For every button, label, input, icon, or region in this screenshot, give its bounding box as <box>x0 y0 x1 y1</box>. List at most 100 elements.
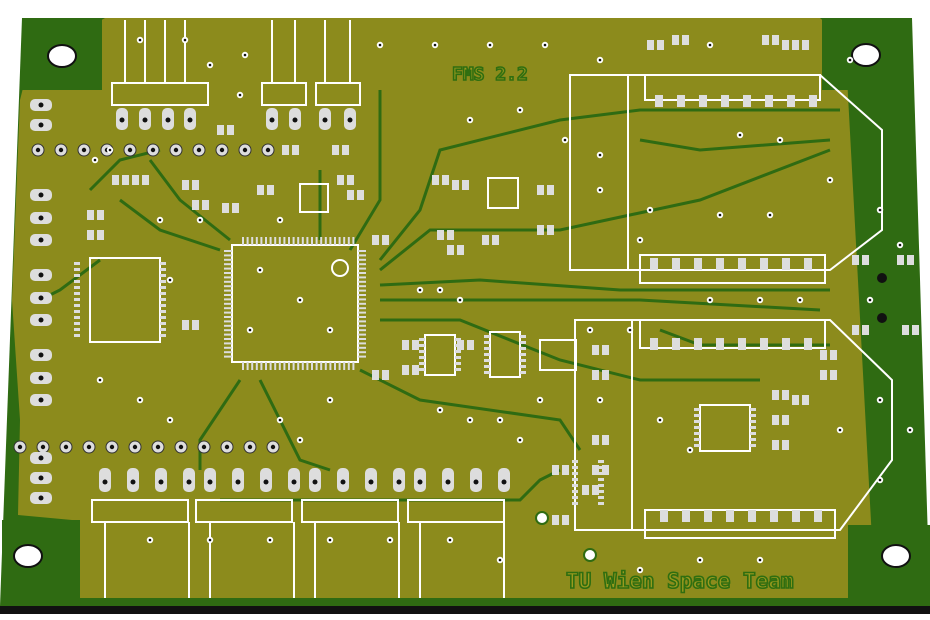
smd-pad <box>357 190 364 200</box>
via-drill <box>738 133 742 137</box>
ic-pin <box>338 362 341 370</box>
via-drill <box>268 538 272 542</box>
smd-pad <box>87 210 94 220</box>
ic-pin <box>694 414 700 417</box>
via-drill <box>638 238 642 242</box>
ic-pin <box>338 237 341 245</box>
ic-pin <box>292 362 295 370</box>
smd-pad <box>782 258 790 270</box>
smd-pad <box>660 510 668 522</box>
via-drill <box>328 398 332 402</box>
drill-hole <box>119 117 125 123</box>
via-drill <box>718 213 722 217</box>
smd-pad <box>292 145 299 155</box>
ic-pin <box>358 324 366 327</box>
ic-pin <box>358 267 366 270</box>
drill-hole <box>38 352 44 358</box>
drill-hole <box>40 444 46 450</box>
via-drill <box>328 538 332 542</box>
ic-pin <box>358 355 366 358</box>
ic-pin <box>358 258 366 261</box>
smd-pad <box>457 245 464 255</box>
drill-hole <box>235 479 241 485</box>
ic-pin <box>242 362 244 370</box>
ic-pin <box>598 472 604 475</box>
via-drill <box>488 43 492 47</box>
drill-hole <box>38 397 44 403</box>
ic-pin <box>224 320 232 323</box>
ic-pin <box>288 237 290 245</box>
smd-pad <box>547 225 554 235</box>
smd-pad <box>804 258 812 270</box>
ic-pin <box>455 356 461 359</box>
ic-pin <box>358 351 366 354</box>
ic-pin <box>74 268 80 271</box>
drill-hole <box>109 444 115 450</box>
via-drill <box>248 328 252 332</box>
smd-pad <box>792 510 800 522</box>
smd-pad <box>772 390 779 400</box>
smd-pad <box>227 125 234 135</box>
via-drill <box>498 558 502 562</box>
smd-pad <box>382 235 389 245</box>
smd-pad <box>897 255 904 265</box>
smd-pad <box>647 40 654 50</box>
smd-pad <box>202 200 209 210</box>
mounting-hole-icon <box>851 43 881 67</box>
via-drill <box>198 218 202 222</box>
ic-pin <box>311 362 313 370</box>
ic-pin <box>306 237 309 245</box>
drill-hole <box>86 444 92 450</box>
ic-pin <box>358 272 366 274</box>
ic-pin <box>750 426 756 429</box>
via-drill <box>258 268 262 272</box>
ic-pin <box>269 362 272 370</box>
smd-pad <box>552 515 559 525</box>
ic-pin <box>288 362 290 370</box>
ic-pin <box>750 414 756 417</box>
via-drill <box>878 398 882 402</box>
drill-hole <box>196 147 202 153</box>
drill-hole <box>38 495 44 501</box>
ic-pin <box>520 353 526 356</box>
drill-hole <box>38 272 44 278</box>
smd-pad <box>552 465 559 475</box>
smd-pad <box>602 370 609 380</box>
ic-pin <box>455 350 461 353</box>
smd-pad <box>347 190 354 200</box>
via-drill <box>828 178 832 182</box>
smd-pad <box>192 180 199 190</box>
ic-pin <box>74 334 80 337</box>
smd-pad <box>437 230 444 240</box>
drill-hole <box>158 479 164 485</box>
via-drill <box>433 43 437 47</box>
ic-pin <box>334 362 336 370</box>
via-drill <box>168 418 172 422</box>
drill-hole <box>242 147 248 153</box>
ic-pin <box>598 466 604 469</box>
drill-hole <box>102 479 108 485</box>
via-drill <box>438 288 442 292</box>
drill-hole <box>38 295 44 301</box>
ic-pin <box>694 438 700 441</box>
ic-pin <box>74 328 80 331</box>
via-drill <box>638 568 642 572</box>
smd-pad <box>562 465 569 475</box>
ic-pin <box>251 362 254 370</box>
ic-pin <box>224 276 232 279</box>
smd-pad <box>912 325 919 335</box>
smd-pad <box>442 175 449 185</box>
smd-pad <box>862 325 869 335</box>
via-drill <box>598 58 602 62</box>
smd-pad <box>592 345 599 355</box>
ic-pin <box>224 338 232 340</box>
smd-pad <box>770 510 778 522</box>
ic-pin <box>251 237 254 245</box>
ic-pin <box>224 355 232 358</box>
ic-pin <box>520 335 526 338</box>
via-drill <box>658 418 662 422</box>
ic-pin <box>297 237 300 245</box>
smd-pad <box>704 510 712 522</box>
ic-pin <box>598 502 604 505</box>
smd-pad <box>716 338 724 350</box>
